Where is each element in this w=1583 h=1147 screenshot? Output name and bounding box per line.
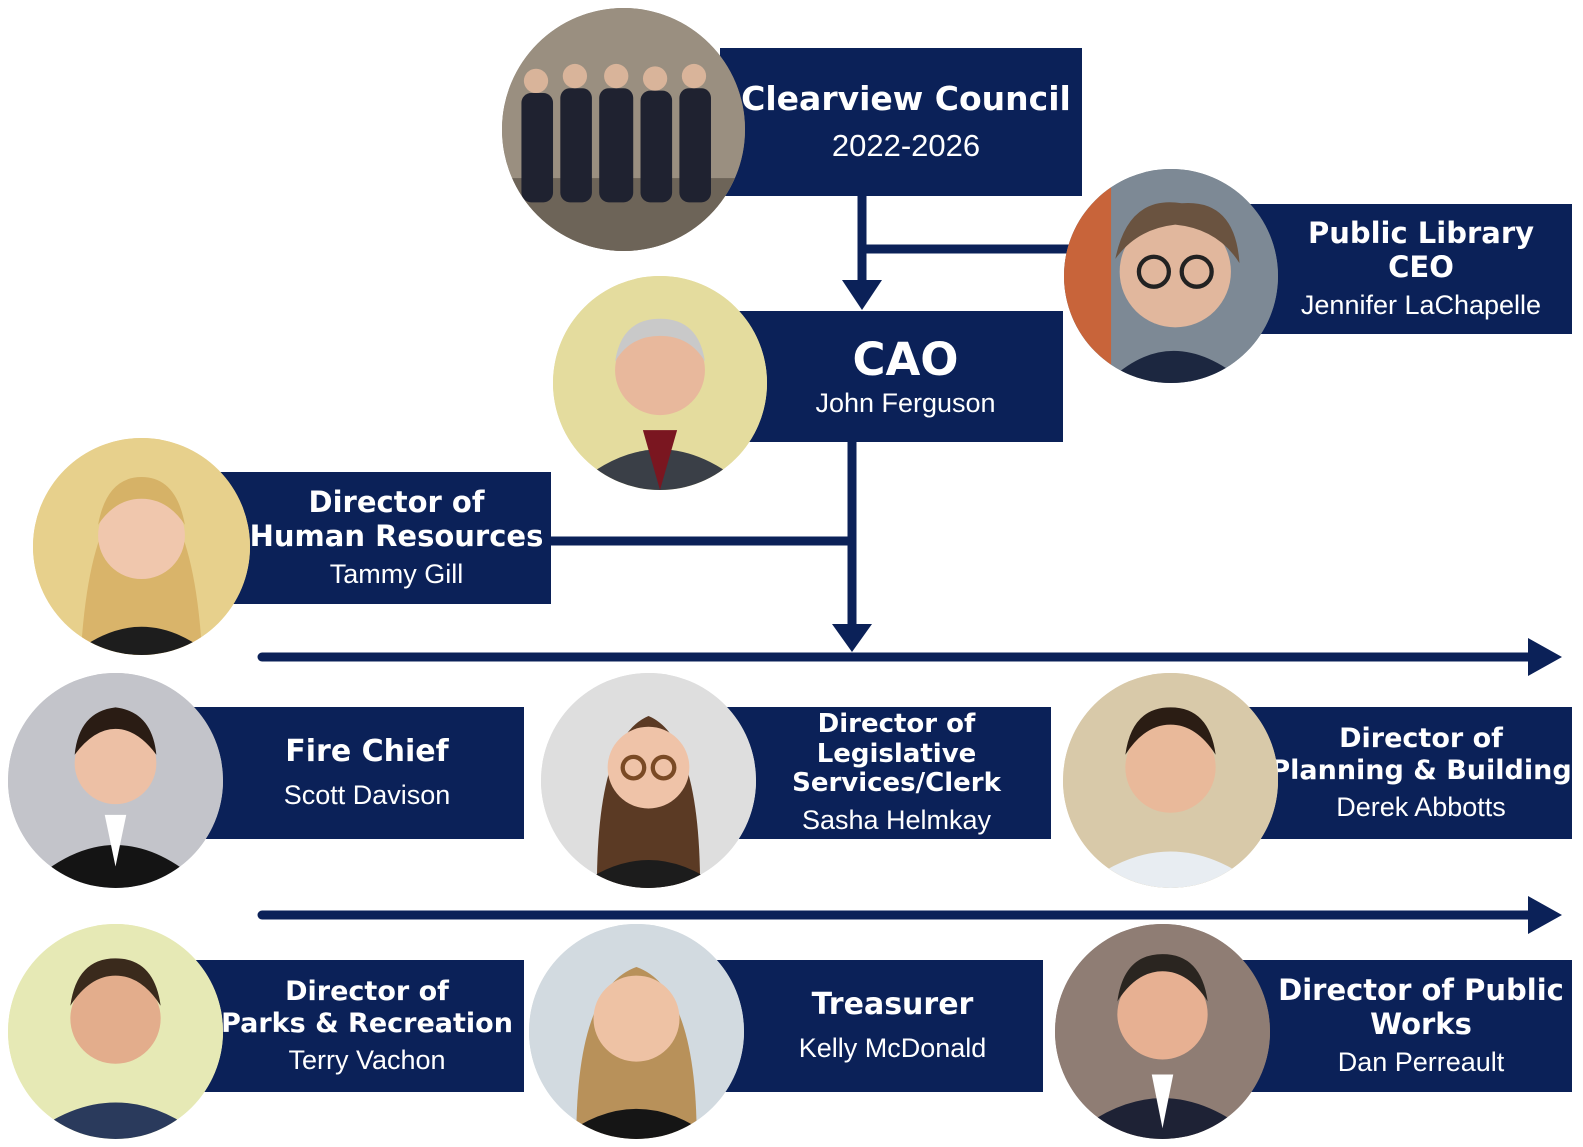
library-name: Jennifer LaChapelle [1300,289,1542,320]
public-works-name: Dan Perreault [1337,1046,1505,1077]
row2-arrowhead [1528,896,1562,934]
library-title-line1: Public Library [1307,216,1535,251]
fire-chief-photo [8,673,223,888]
clerk-name: Sasha Helmkay [801,805,992,836]
public-works-title-line2: Works [1370,1006,1472,1041]
parks-title-line1: Director of [285,976,449,1008]
council-box: Clearview Council 2022-2026 [720,48,1082,196]
hr-name: Tammy Gill [329,558,464,589]
hr-title-line1: Director of [308,485,485,520]
clerk-title-line1: Director of Legislative [816,708,977,769]
treasurer-photo [529,924,744,1139]
council-years: 2022-2026 [831,127,981,163]
treasurer-name: Kelly McDonald [798,1032,987,1063]
cao-title: CAO [852,333,959,387]
hr-box: Director of Human Resources Tammy Gill [212,472,551,604]
parks-director-photo [8,924,223,1139]
row1-arrowhead [1528,638,1562,676]
planning-director-photo [1063,673,1278,888]
library-box: Public Library CEO Jennifer LaChapelle [1250,204,1572,334]
fire-chief-box: Fire Chief Scott Davison [190,707,524,839]
council-title: Clearview Council [741,79,1071,119]
library-title-line2: CEO [1388,249,1454,284]
parks-title-line2: Parks & Recreation [221,1007,513,1039]
parks-name: Terry Vachon [288,1044,446,1075]
hr-title-line2: Human Resources [249,518,544,553]
planning-box: Director of Planning & Building Derek Ab… [1240,707,1572,839]
hr-director-photo [33,438,250,655]
planning-title-line1: Director of [1339,723,1503,755]
library-ceo-photo [1064,169,1278,383]
public-works-title-line1: Director of Public [1278,973,1564,1008]
cao-arrowhead [832,624,872,652]
parks-box: Director of Parks & Recreation Terry Vac… [190,960,524,1092]
fire-chief-title: Fire Chief [285,734,449,770]
council-arrowhead [842,280,882,310]
treasurer-title: Treasurer [811,987,974,1023]
clerk-photo [541,673,756,888]
public-works-director-photo [1055,924,1270,1139]
cao-box: CAO John Ferguson [728,311,1063,442]
fire-chief-name: Scott Davison [283,779,451,810]
clerk-title-line2: Services/Clerk [792,768,1001,799]
planning-title-line2: Planning & Building [1270,754,1572,786]
cao-name: John Ferguson [815,387,996,418]
planning-name: Derek Abbotts [1336,791,1506,822]
cao-photo [553,276,767,490]
treasurer-box: Treasurer Kelly McDonald [712,960,1043,1092]
council-group-photo [502,8,745,251]
clerk-box: Director of Legislative Services/Clerk S… [712,707,1051,839]
public-works-box: Director of Public Works Dan Perreault [1240,960,1572,1092]
